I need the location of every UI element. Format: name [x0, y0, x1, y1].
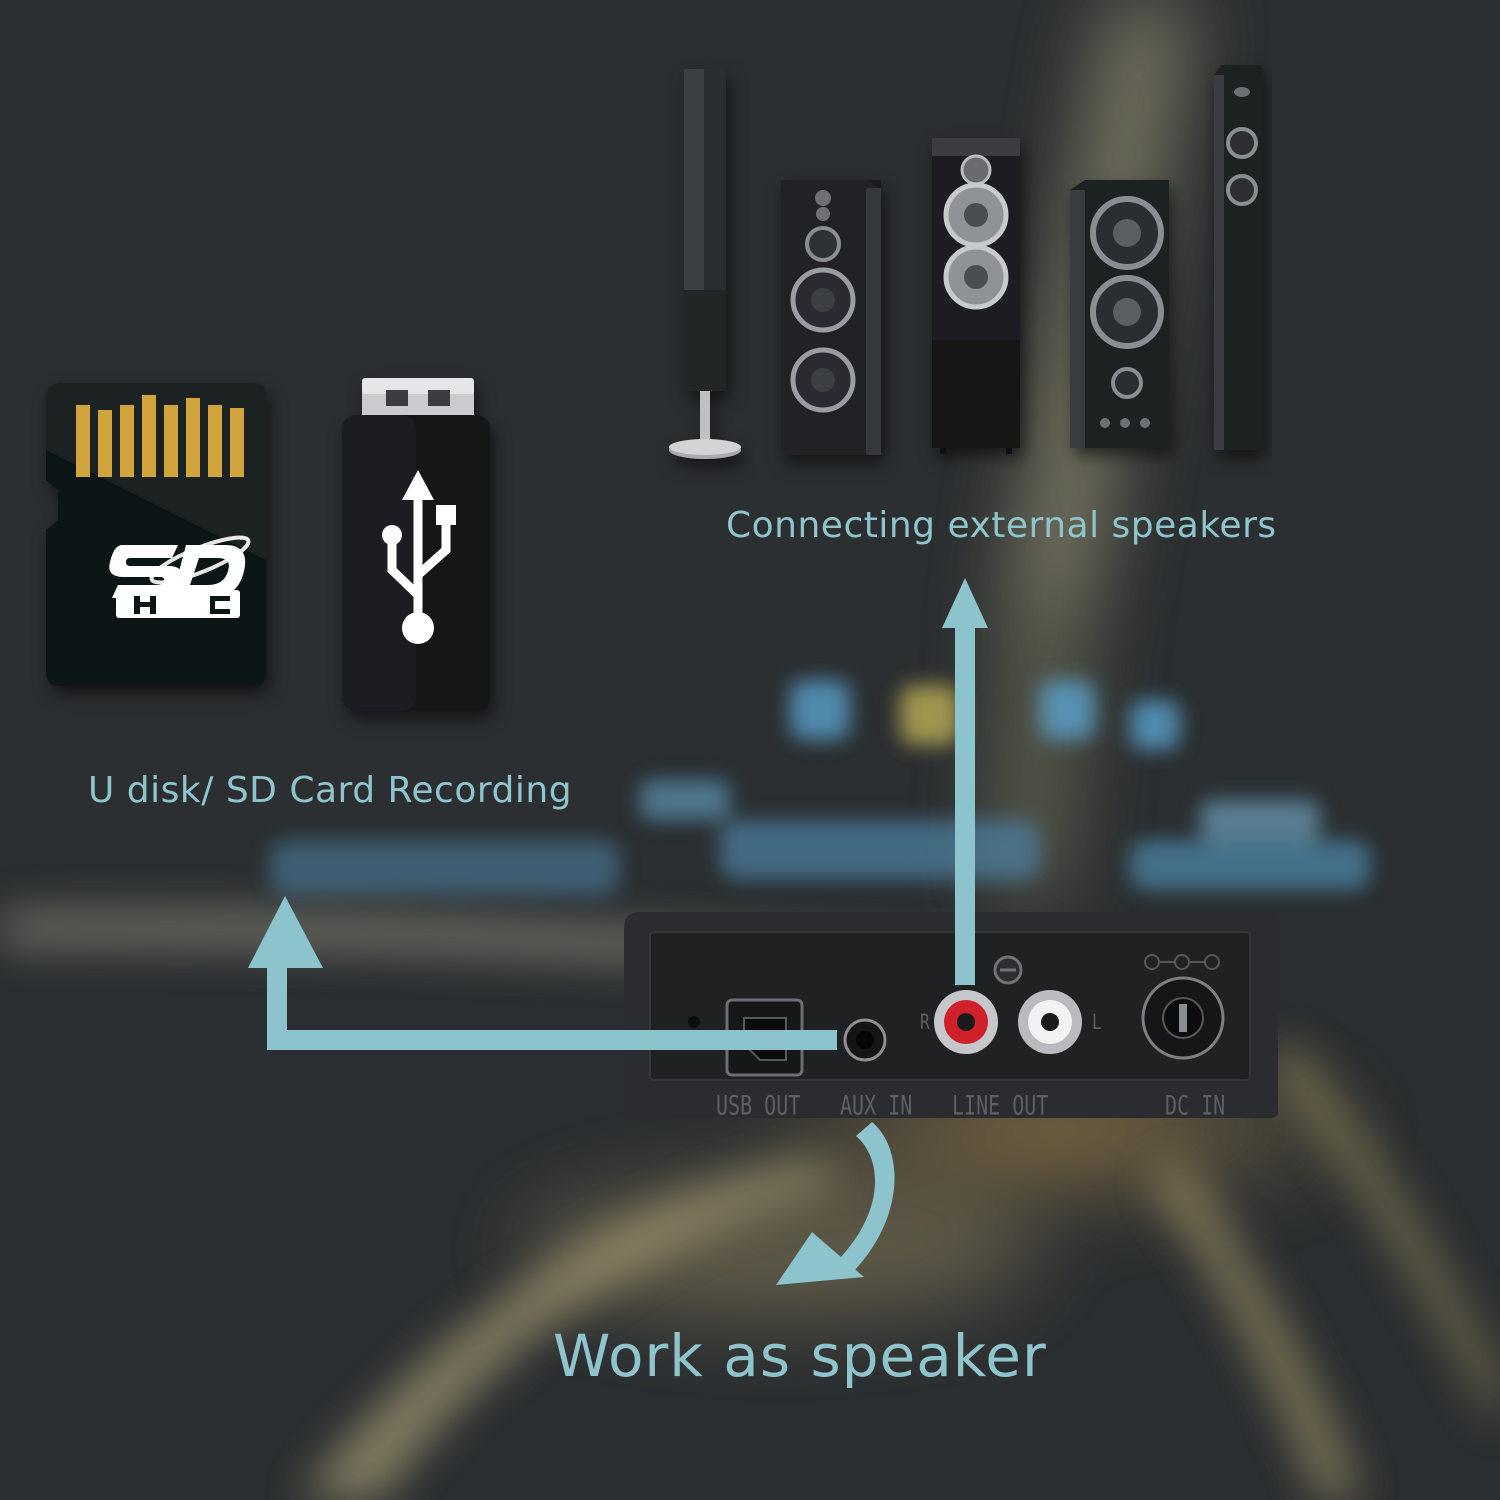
trademark-symbol: ™ — [238, 535, 249, 548]
arrow-to-recording — [248, 896, 837, 1050]
label-l: L — [1092, 1008, 1102, 1035]
label-usb-out: USB OUT — [716, 1088, 801, 1122]
label-r: R — [920, 1008, 930, 1035]
tower-speaker-on-stand — [669, 69, 741, 459]
caption-external-speakers: Connecting external speakers — [726, 505, 1277, 546]
screw — [993, 955, 1023, 985]
label-dc-in: DC IN — [1165, 1088, 1226, 1122]
rca-out-left-white — [1018, 990, 1082, 1054]
speaker-lineup — [669, 65, 1262, 459]
status-led — [688, 1016, 700, 1028]
floor-speaker-1 — [781, 180, 881, 455]
slim-tower-speaker — [1214, 65, 1262, 450]
dc-in-jack — [1141, 976, 1225, 1060]
usb-drive-icon — [342, 378, 490, 711]
rca-out-right-red — [934, 990, 998, 1054]
device-back-panel — [624, 912, 1278, 1118]
polarity-symbol — [1144, 954, 1220, 970]
usb-symbol-icon — [382, 470, 456, 644]
floor-speaker-3 — [1070, 180, 1169, 448]
caption-work-as-speaker: Work as speaker — [553, 1322, 1047, 1390]
floor-speaker-2 — [932, 138, 1020, 454]
arrow-to-external-speakers — [942, 578, 988, 985]
aux-in-jack — [843, 1018, 887, 1062]
caption-recording: U disk/ SD Card Recording — [88, 770, 573, 811]
sd-contacts — [76, 395, 244, 477]
sdhc-logo — [109, 535, 251, 618]
sdhc-card-icon: ™ — [46, 383, 266, 686]
label-aux-in: AUX IN — [840, 1088, 913, 1122]
label-line-out: LINE OUT — [952, 1088, 1049, 1122]
arrow-work-as-speaker — [776, 1122, 895, 1285]
